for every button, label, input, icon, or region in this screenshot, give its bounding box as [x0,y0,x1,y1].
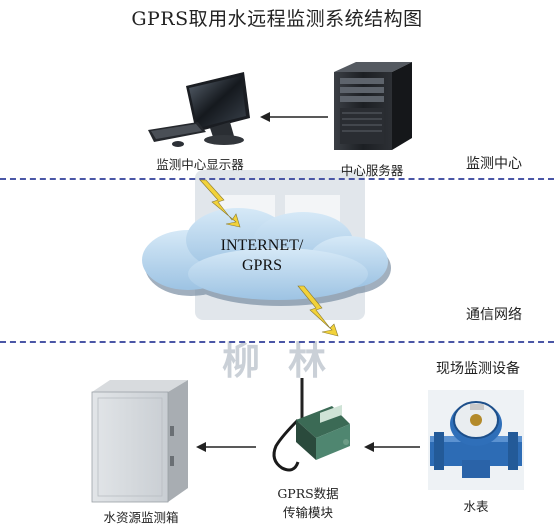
cabinet-icon [91,380,188,503]
lightning-icon-lower [297,285,339,337]
gprs-module-icon [272,378,350,472]
gprs-module-label-line1: GPRS数据 [277,486,339,501]
network-label: INTERNET/ GPRS [200,236,324,276]
monitor-icon [148,72,250,147]
cloud-shape [142,208,391,306]
zone-label-network: 通信网络 [466,307,522,323]
lightning-icon-upper [199,179,241,228]
separator-top [0,178,554,180]
separator-bottom [0,341,554,343]
water-meter-label: 水表 [463,499,489,514]
display-label: 监测中心显示器 [156,157,244,172]
zone-label-field: 现场监测设备 [436,361,520,377]
zone-label-monitoring-center: 监测中心 [466,156,522,172]
diagram-title: GPRS取用水远程监测系统结构图 [131,8,423,30]
server-icon [334,62,412,150]
cabinet-label: 水资源监测箱 [103,510,179,525]
gprs-module-label-line2: 传输模块 [282,505,333,520]
arrow-module-to-cabinet [196,442,256,452]
arrow-server-to-display [260,112,328,122]
network-label-line1: INTERNET/ [220,237,304,254]
watermark-text: 柳林 [222,339,355,383]
gprs-module-label: GPRS数据 传输模块 [256,483,360,521]
arrow-meter-to-module [364,442,420,452]
water-meter-icon [428,390,524,490]
server-label: 中心服务器 [340,163,404,178]
network-label-line2: GPRS [241,257,283,274]
